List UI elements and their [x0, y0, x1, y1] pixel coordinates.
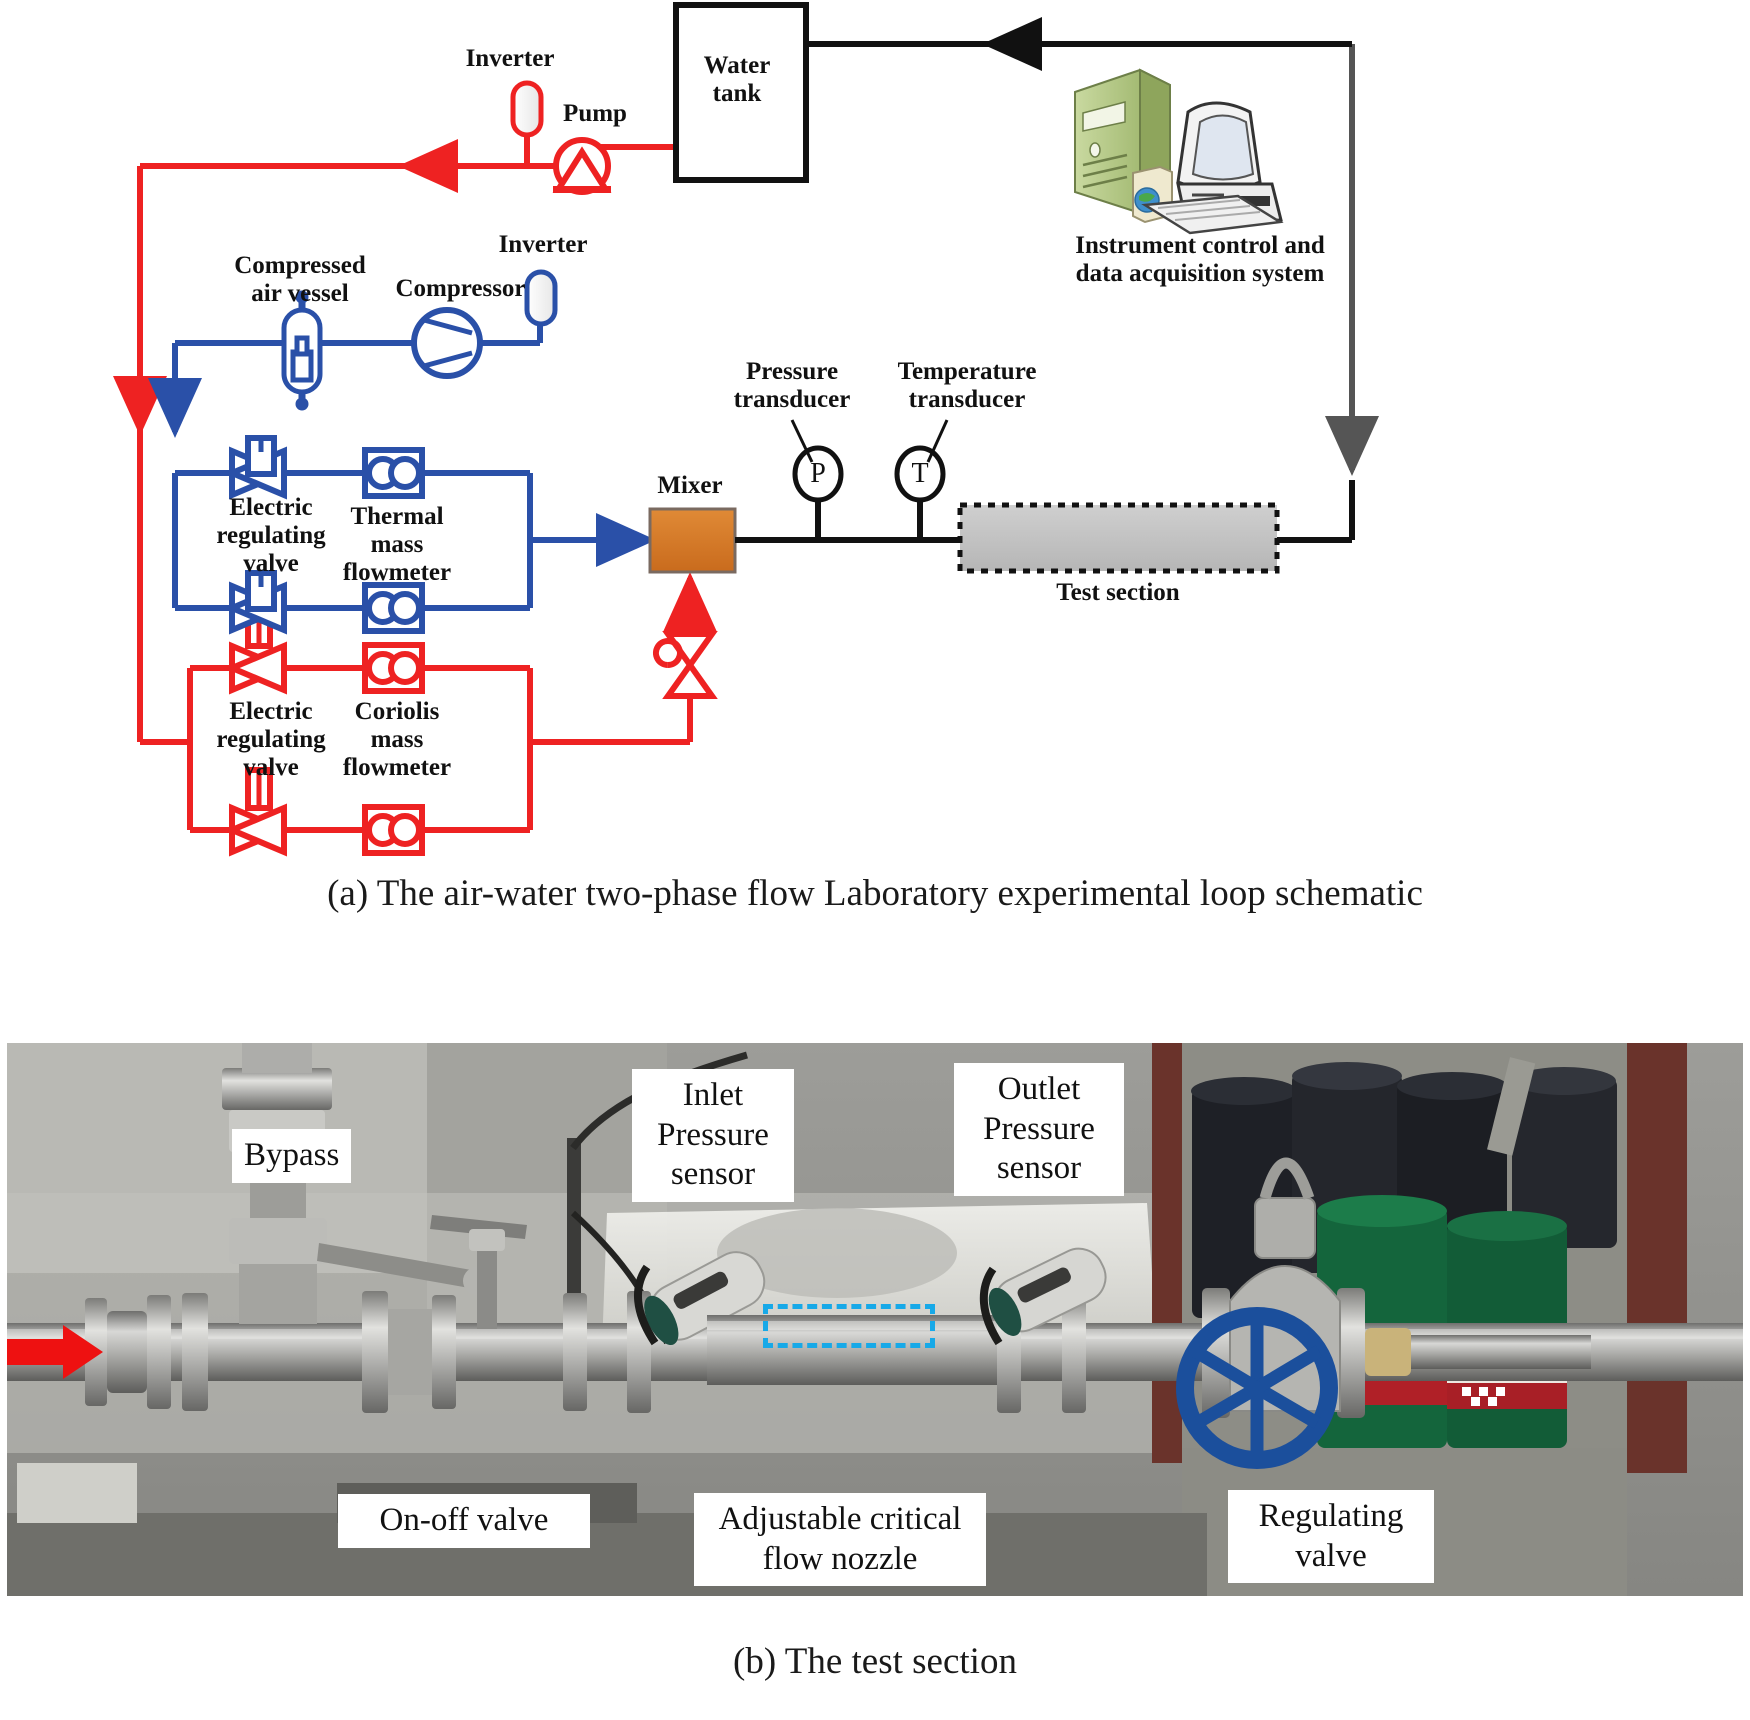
flow-direction-arrow [7, 1325, 103, 1379]
electric-regulating-valve-air-1 [224, 435, 292, 500]
water-valves [224, 605, 718, 857]
label-electric-valve-water: Electric regulating valve [216, 698, 326, 781]
thermal-mass-flowmeter-2 [362, 582, 425, 634]
photo-label-on-off-valve: On-off valve [338, 1494, 590, 1548]
photo-label-outlet-pressure-sensor: Outlet Pressure sensor [954, 1063, 1124, 1196]
label-pressure-transducer: Pressure transducer [733, 358, 851, 413]
label-mixer: Mixer [657, 472, 723, 499]
temperature-tag: T [911, 458, 929, 489]
photo-label-regulating-valve: Regulating valve [1228, 1490, 1434, 1584]
label-compressed-air-vessel: Compressed air vessel [234, 252, 366, 307]
label-instrument-control: Instrument control and data acquisition … [1075, 232, 1325, 287]
label-temperature-transducer: Temperature transducer [897, 358, 1037, 413]
pump-symbol [552, 137, 612, 195]
photo-label-bypass: Bypass [232, 1129, 351, 1183]
label-pump: Pump [563, 100, 627, 127]
pressure-transducer-symbol [790, 419, 844, 503]
temperature-transducer-symbol [894, 419, 949, 503]
label-electric-valve-air: Electric regulating valve [216, 494, 326, 577]
pressure-tag: P [810, 458, 826, 489]
label-test-section: Test section [1056, 579, 1180, 606]
air-valves [224, 435, 425, 635]
electric-regulating-valve-air-2 [224, 570, 292, 635]
loop-schematic-panel: P T Inverter Pump Water tank Instrument … [113, 2, 1379, 857]
label-compressor: Compressor [395, 275, 526, 302]
inverter-pump-symbol [510, 80, 544, 138]
test-line [735, 17, 1379, 543]
photo-label-adjustable-nozzle: Adjustable critical flow nozzle [694, 1493, 986, 1587]
schematic-svg [113, 2, 1379, 857]
test-section-symbol [957, 502, 1280, 574]
blue-handwheel-valve [1176, 1307, 1338, 1469]
coriolis-mass-flowmeter-2 [362, 804, 425, 856]
nozzle-highlight-box [763, 1304, 935, 1348]
electric-regulating-valve-water-2 [224, 767, 292, 857]
mixer-symbol [648, 507, 737, 574]
thermal-mass-flowmeter-1 [362, 447, 425, 499]
caption-b: (b) The test section [733, 1641, 1017, 1682]
on-off-valve-assembly [362, 1215, 527, 1413]
label-inverter-compressor: Inverter [498, 231, 588, 258]
label-inverter-pump: Inverter [465, 45, 555, 72]
label-water-tank: Water tank [703, 52, 771, 107]
coriolis-mass-flowmeter-1 [362, 642, 425, 694]
critical-flow-nozzle [707, 1315, 1007, 1385]
inverter-compressor-symbol [524, 269, 558, 327]
photo-label-inlet-pressure-sensor: Inlet Pressure sensor [632, 1069, 794, 1202]
inlet-pressure-sensor-device [563, 1251, 766, 1413]
label-coriolis-flowmeter: Coriolis mass flowmeter [342, 698, 452, 781]
water-tank-symbol [673, 2, 809, 183]
caption-a: (a) The air-water two-phase flow Laborat… [327, 873, 1423, 914]
label-thermal-flowmeter: Thermal mass flowmeter [342, 503, 452, 586]
manual-shutoff-valve-mixer [652, 631, 718, 699]
compressed-air-vessel-symbol [281, 290, 323, 411]
compressor-symbol [411, 307, 483, 379]
outlet-pressure-sensor-device [979, 1247, 1107, 1413]
daq-computer-illustration [1074, 68, 1284, 235]
